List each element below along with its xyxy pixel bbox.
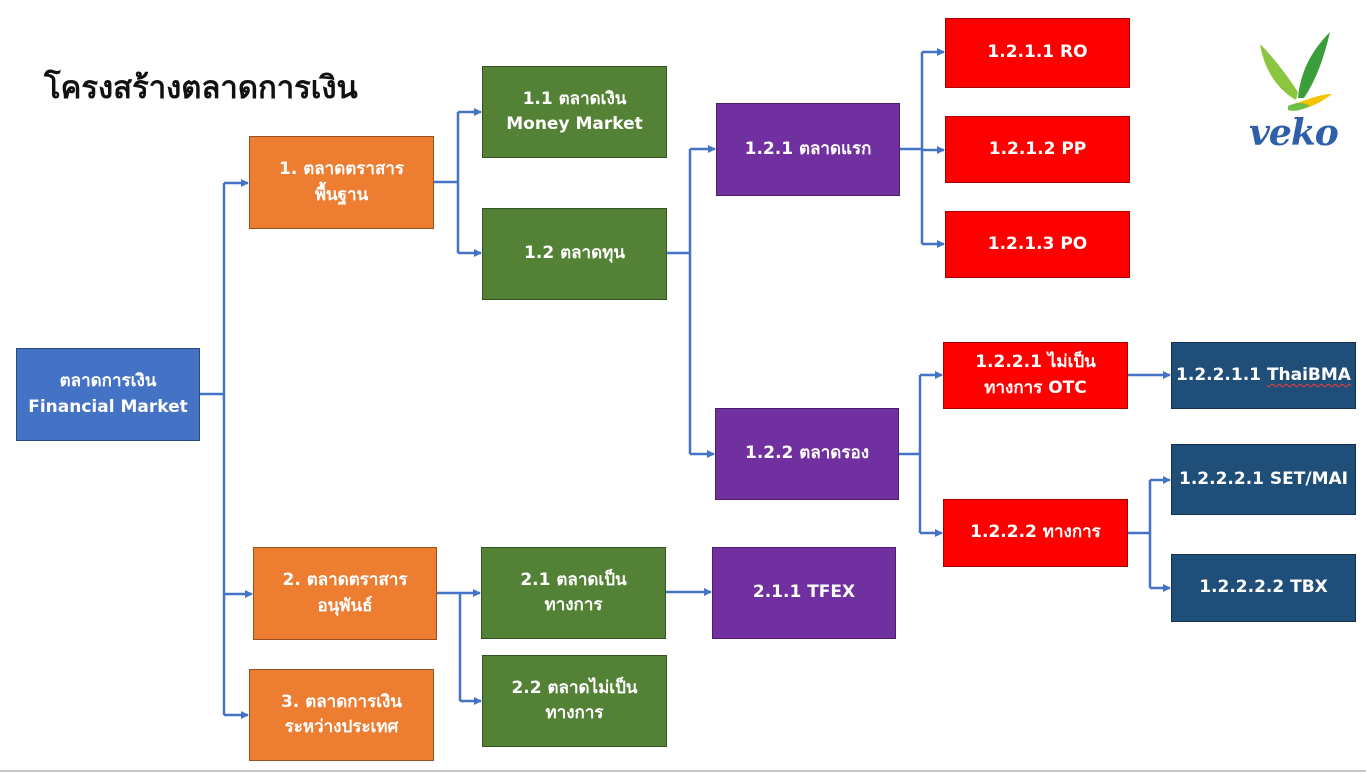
page-title: โครงสร้างตลาดการเงิน [44, 70, 358, 106]
connector-n121 [899, 52, 924, 244]
node-line: 1.2.1.3 PO [987, 233, 1088, 254]
node-line: 1.2.2.1.1 ThaiBMA [1176, 363, 1351, 389]
connector-n1222 [1127, 480, 1152, 588]
node-pp: 1.2.1.2 PP [945, 116, 1130, 183]
node-international-market: 3. ตลาดการเงิน ระหว่างประเทศ [249, 669, 434, 761]
node-line: ทางการ [544, 595, 603, 615]
node-ro: 1.2.1.1 RO [945, 18, 1130, 88]
bird-logo-icon [1260, 32, 1332, 111]
node-line: 1.2.2.2.2 TBX [1199, 577, 1328, 598]
node-line: Money Market [506, 114, 643, 134]
node-line: ทางการ [545, 703, 604, 723]
node-line: 2. ตลาดตราสาร [282, 570, 408, 590]
node-set-mai: 1.2.2.2.1 SET/MAI [1171, 444, 1356, 515]
node-line: 1.2.1 ตลาดแรก [744, 138, 872, 159]
connector-n1 [433, 112, 460, 253]
node-line-underlined: ThaiBMA [1266, 364, 1351, 385]
node-line: 3. ตลาดการเงิน [281, 691, 402, 712]
connector-n122 [898, 375, 922, 533]
node-primary-market: 1.2.1 ตลาดแรก [716, 103, 900, 196]
connector-n2 [436, 591, 462, 701]
node-line: Financial Market [28, 396, 188, 417]
node-money-market: 1.1 ตลาดเงิน Money Market [482, 66, 667, 158]
node-thaibma: 1.2.2.1.1 ThaiBMA [1171, 342, 1356, 409]
node-line: 2.2 ตลาดไม่เป็น [511, 677, 638, 698]
node-line: 1.2.2.2.1 SET/MAI [1179, 468, 1348, 489]
node-formal-secondary: 1.2.2.2 ทางการ [943, 499, 1128, 567]
connector-root [199, 183, 226, 715]
node-line: อนุพันธ์ [317, 595, 373, 616]
node-line: 1.2.2.2 ทางการ [970, 522, 1101, 543]
node-line: 1.2 ตลาดทุน [524, 243, 625, 264]
node-line: 2.1 ตลาดเป็น [520, 569, 627, 590]
node-informal-derivatives-market: 2.2 ตลาดไม่เป็น ทางการ [482, 655, 667, 747]
node-derivatives-market: 2. ตลาดตราสาร อนุพันธ์ [253, 547, 437, 640]
connector-n12 [666, 149, 692, 454]
node-line: 1. ตลาดตราสาร [278, 159, 405, 179]
node-line: 1.2.1.2 PP [988, 138, 1087, 159]
footer-divider [0, 770, 1366, 772]
node-line: 1.1 ตลาดเงิน [522, 88, 627, 109]
node-line: 2.1.1 TFEX [752, 582, 856, 603]
node-po: 1.2.1.3 PO [945, 211, 1130, 278]
node-secondary-market: 1.2.2 ตลาดรอง [715, 408, 899, 500]
node-tbx: 1.2.2.2.2 TBX [1171, 554, 1356, 622]
node-fundamental-instrument-market: 1. ตลาดตราสาร พื้นฐาน [249, 136, 434, 229]
node-line: ตลาดการเงิน [59, 371, 157, 391]
node-line: ระหว่างประเทศ [284, 717, 399, 737]
node-line-prefix: 1.2.2.1.1 [1176, 364, 1267, 385]
node-line: พื้นฐาน [314, 184, 369, 205]
node-line: ทางการ OTC [984, 377, 1087, 398]
node-tfex: 2.1.1 TFEX [712, 547, 896, 639]
node-line: 1.2.1.1 RO [987, 42, 1088, 63]
node-financial-market: ตลาดการเงิน Financial Market [16, 348, 200, 441]
node-otc: 1.2.2.1 ไม่เป็น ทางการ OTC [943, 342, 1128, 409]
node-line: 1.2.2.1 ไม่เป็น [975, 352, 1096, 372]
node-formal-derivatives-market: 2.1 ตลาดเป็น ทางการ [481, 547, 666, 639]
logo-text: veko [1249, 112, 1339, 154]
node-capital-market: 1.2 ตลาดทุน [482, 208, 667, 300]
node-line: 1.2.2 ตลาดรอง [744, 443, 869, 464]
